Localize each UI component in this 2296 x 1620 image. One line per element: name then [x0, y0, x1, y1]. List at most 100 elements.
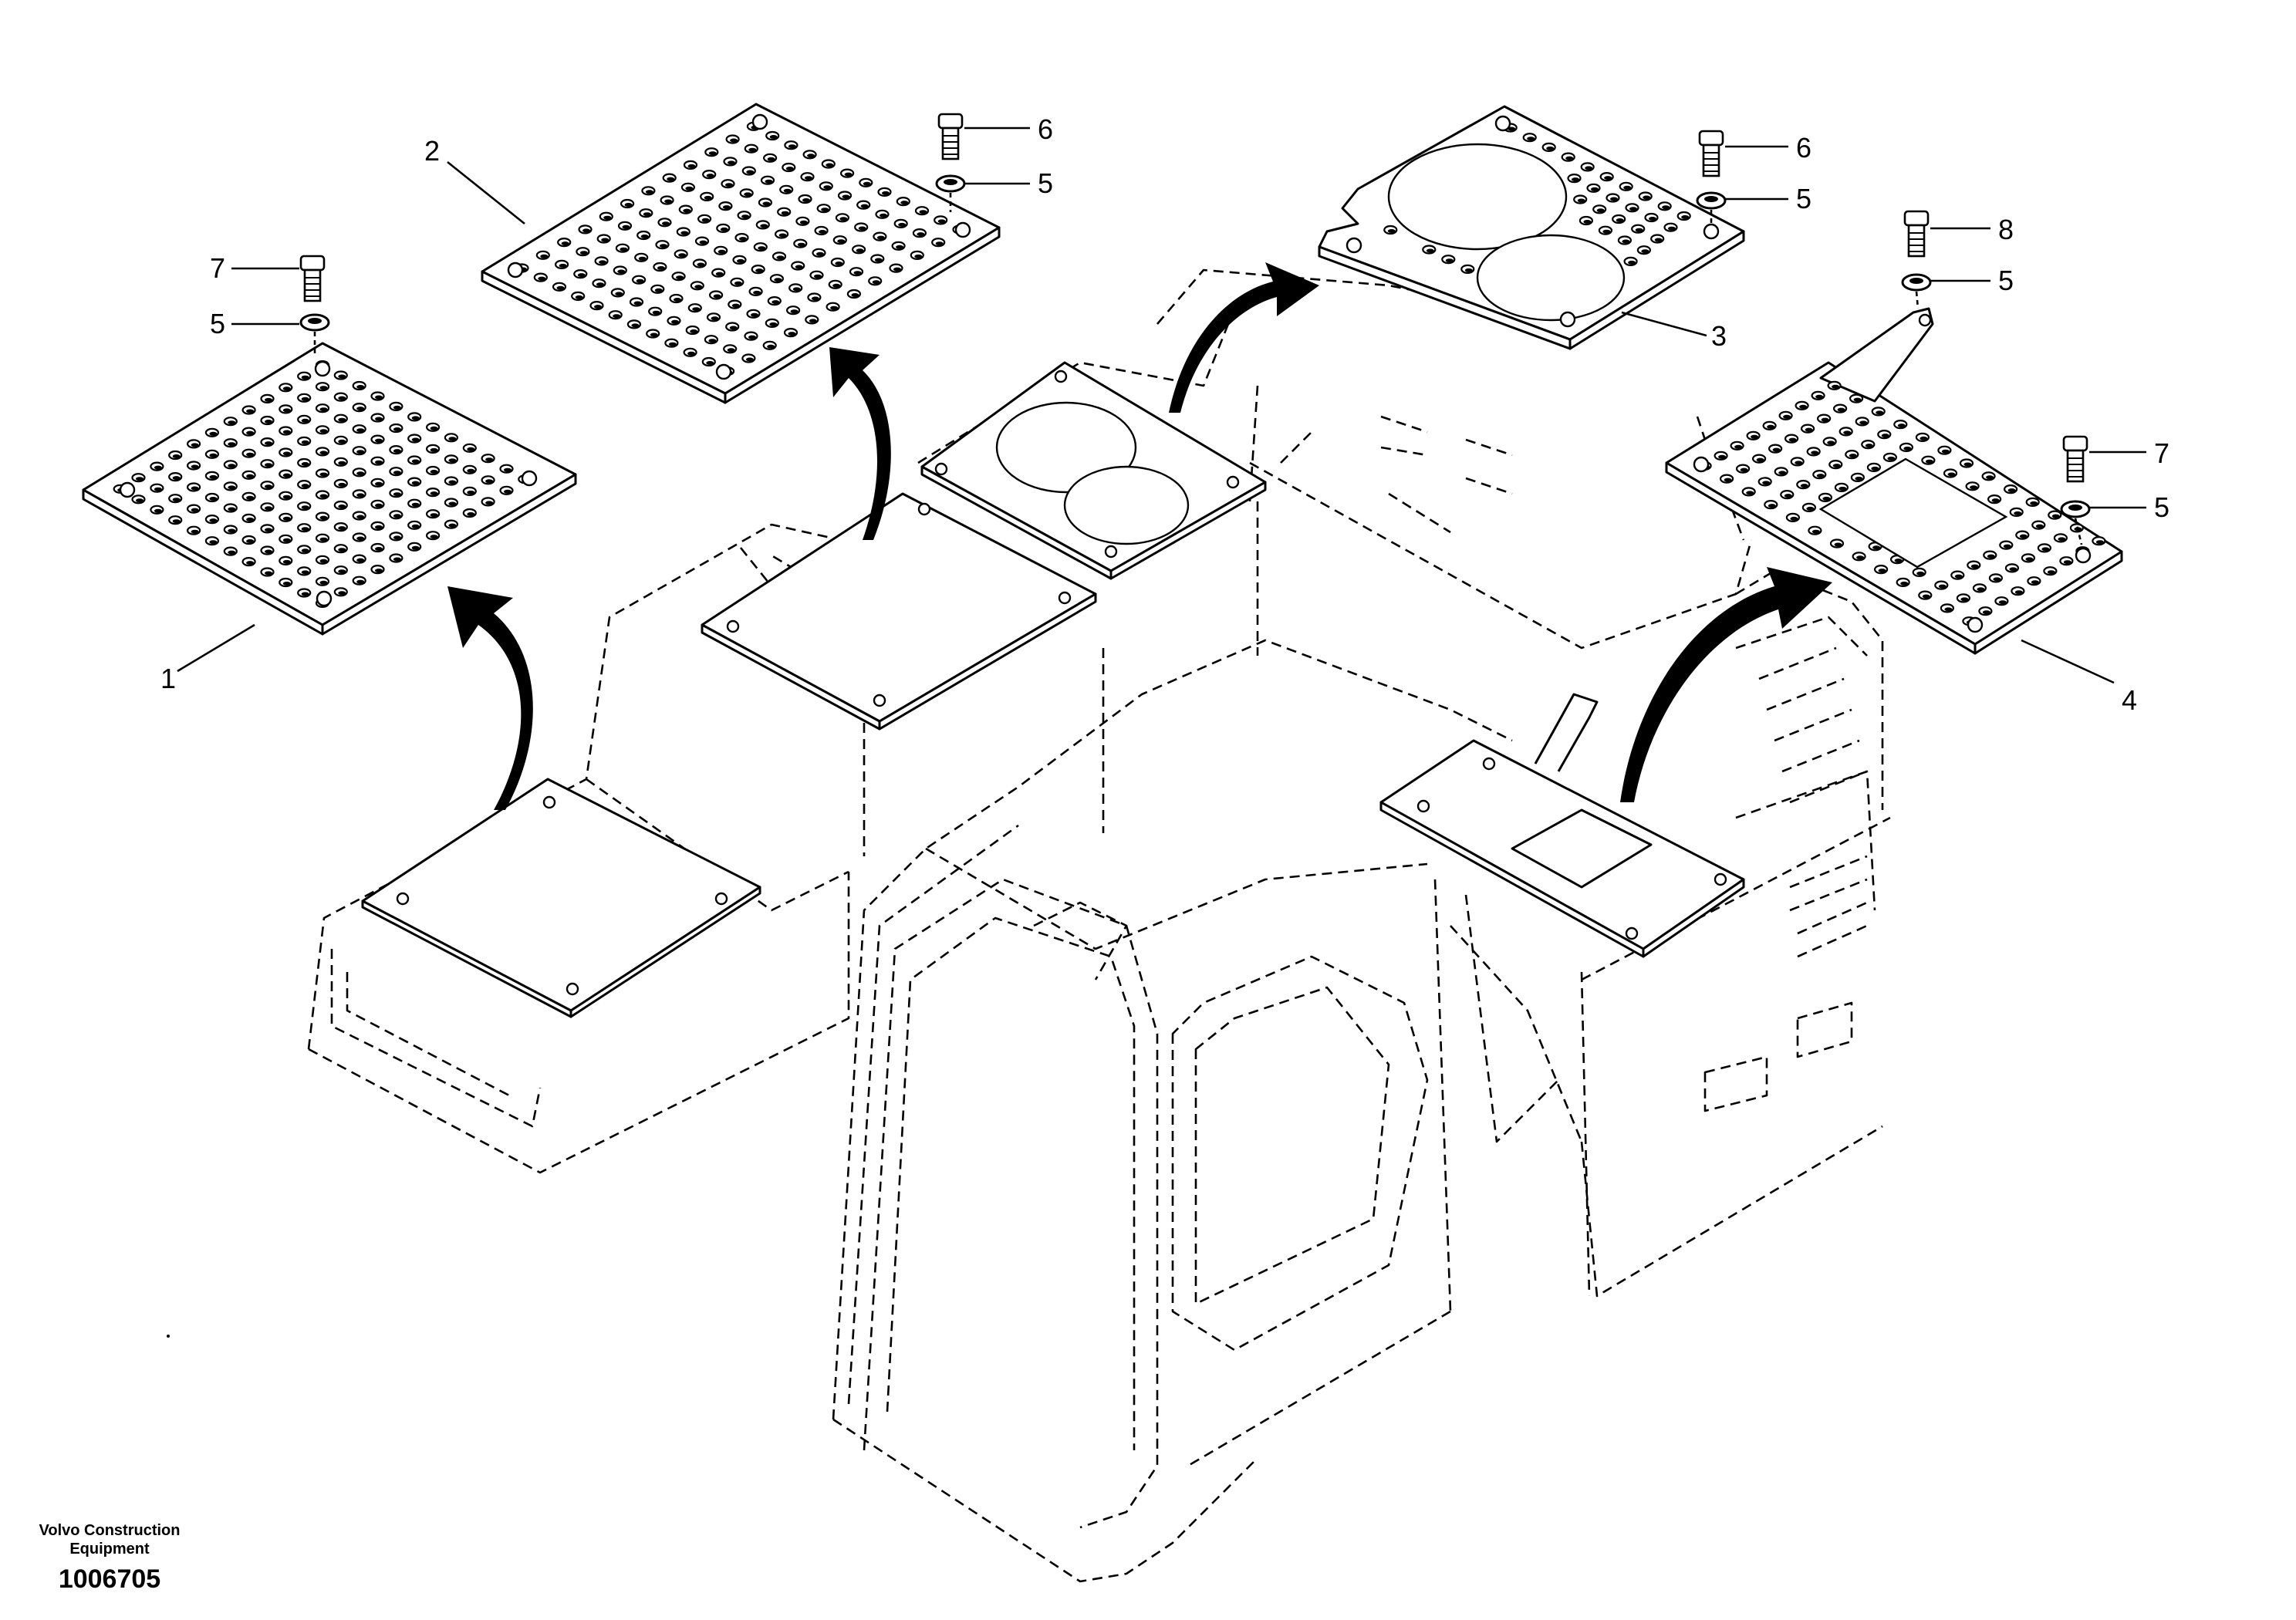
- perforation-shadow: [811, 296, 819, 301]
- perforation-shadow: [467, 447, 475, 451]
- perforation-shadow: [338, 505, 346, 508]
- perforation-shadow: [301, 375, 309, 380]
- perforation-shadow: [1827, 440, 1835, 445]
- perforation-shadow: [282, 408, 291, 413]
- perforation-shadow: [816, 251, 824, 256]
- perforation-shadow: [615, 292, 623, 296]
- perforation-shadow: [1662, 205, 1670, 210]
- perforation-shadow: [136, 498, 144, 503]
- installed-plate-4: [1379, 693, 1745, 958]
- perforation-shadow: [687, 351, 696, 356]
- plate-1: [82, 342, 577, 636]
- perforation-shadow: [265, 484, 272, 489]
- perforation-shadow: [741, 214, 750, 219]
- perforation-shadow: [538, 276, 546, 281]
- perforation-shadow: [613, 314, 621, 319]
- perforation-shadow: [411, 545, 420, 550]
- perforation-shadow: [577, 273, 586, 278]
- perforation-shadow: [393, 514, 401, 518]
- perforation-shadow: [1635, 228, 1643, 232]
- perforation-shadow: [690, 329, 698, 333]
- publisher-line-2: Equipment: [69, 1541, 150, 1558]
- perforation-shadow: [319, 515, 328, 520]
- perforation-shadow: [265, 441, 272, 446]
- perforation-shadow: [701, 218, 710, 222]
- perforation-shadow: [1596, 208, 1605, 213]
- perforation-shadow: [282, 430, 291, 434]
- perforation-shadow: [2003, 544, 2011, 548]
- perforation-shadow: [319, 407, 328, 412]
- perforation-shadow: [228, 420, 236, 425]
- perforation-shadow: [880, 213, 887, 218]
- perforation-shadow: [898, 222, 907, 227]
- perforation-shadow: [467, 490, 475, 494]
- installed-plate-2: [701, 492, 1097, 731]
- perforation-shadow: [1641, 249, 1649, 254]
- perforation-shadow: [485, 457, 494, 462]
- perforation-shadow: [858, 226, 866, 231]
- perforation-shadow: [172, 498, 181, 502]
- perforation-shadow: [617, 269, 626, 274]
- perforation-shadow: [319, 386, 328, 390]
- perforation-shadow: [356, 471, 365, 476]
- perforation-shadow: [1426, 248, 1434, 253]
- perforation-shadow: [430, 491, 438, 496]
- perforation-shadow: [683, 208, 691, 213]
- perforation-shadow: [842, 194, 850, 199]
- perforation-shadow: [375, 460, 383, 464]
- perforation-shadow: [338, 526, 346, 531]
- perforation-shadow: [282, 538, 291, 542]
- perforation-shadow: [2031, 580, 2039, 585]
- perforation-shadow: [1583, 220, 1592, 224]
- perforation-shadow: [662, 221, 670, 226]
- perforation-shadow: [633, 301, 642, 305]
- perforation-shadow: [246, 539, 255, 543]
- bolt-6-right: [1698, 130, 1724, 177]
- perforation-shadow: [917, 232, 925, 237]
- perforation-shadow: [282, 559, 291, 564]
- perforation-shadow: [338, 569, 346, 574]
- perforation-shadow: [2014, 590, 2023, 595]
- perforation-shadow: [265, 420, 272, 424]
- callout-plate-1: 1: [160, 663, 176, 694]
- perforation-shadow: [799, 220, 808, 224]
- perforation-shadow: [1998, 600, 2007, 605]
- perforation-shadow: [650, 332, 658, 337]
- perforation-shadow: [728, 160, 735, 165]
- perforation-shadow: [1681, 215, 1690, 219]
- perforation-shadow: [844, 172, 853, 177]
- perforation-shadow: [246, 452, 255, 457]
- perforation-shadow: [664, 199, 673, 204]
- perforation-shadow: [265, 397, 272, 402]
- perforation-shadow: [1768, 504, 1776, 508]
- perforation-shadow: [1900, 581, 1909, 586]
- perforation-shadow: [1724, 478, 1732, 482]
- perforation-shadow: [1849, 454, 1857, 458]
- perforation-shadow: [1751, 434, 1759, 439]
- perforation-shadow: [935, 241, 944, 246]
- perforation-shadow: [448, 437, 457, 441]
- perforation-shadow: [338, 548, 346, 552]
- perforation-shadow: [769, 135, 778, 139]
- perforation-shadow: [767, 344, 775, 349]
- perforation-shadow: [713, 294, 721, 299]
- bolt-6-top: [937, 113, 964, 160]
- perforation-shadow: [246, 409, 255, 413]
- plate-2: [481, 103, 1001, 404]
- perforation-shadow: [1604, 176, 1612, 181]
- bolt-7-left: [299, 255, 326, 302]
- perforation-shadow: [1986, 475, 1994, 480]
- perforation-shadow: [301, 440, 309, 444]
- perforation-shadow: [893, 267, 901, 272]
- perforation-shadow: [2063, 560, 2071, 565]
- perforation-shadow: [319, 494, 328, 498]
- perforation-shadow: [1920, 436, 1928, 440]
- perforation-shadow: [191, 443, 199, 447]
- perforation-shadow: [1859, 420, 1868, 425]
- perforation-shadow: [1649, 217, 1656, 221]
- perforation-shadow: [652, 310, 660, 315]
- washer-5-top: [935, 174, 966, 193]
- perforation-shadow: [246, 517, 255, 521]
- perforation-shadow: [914, 254, 923, 258]
- perforation-shadow: [556, 285, 565, 290]
